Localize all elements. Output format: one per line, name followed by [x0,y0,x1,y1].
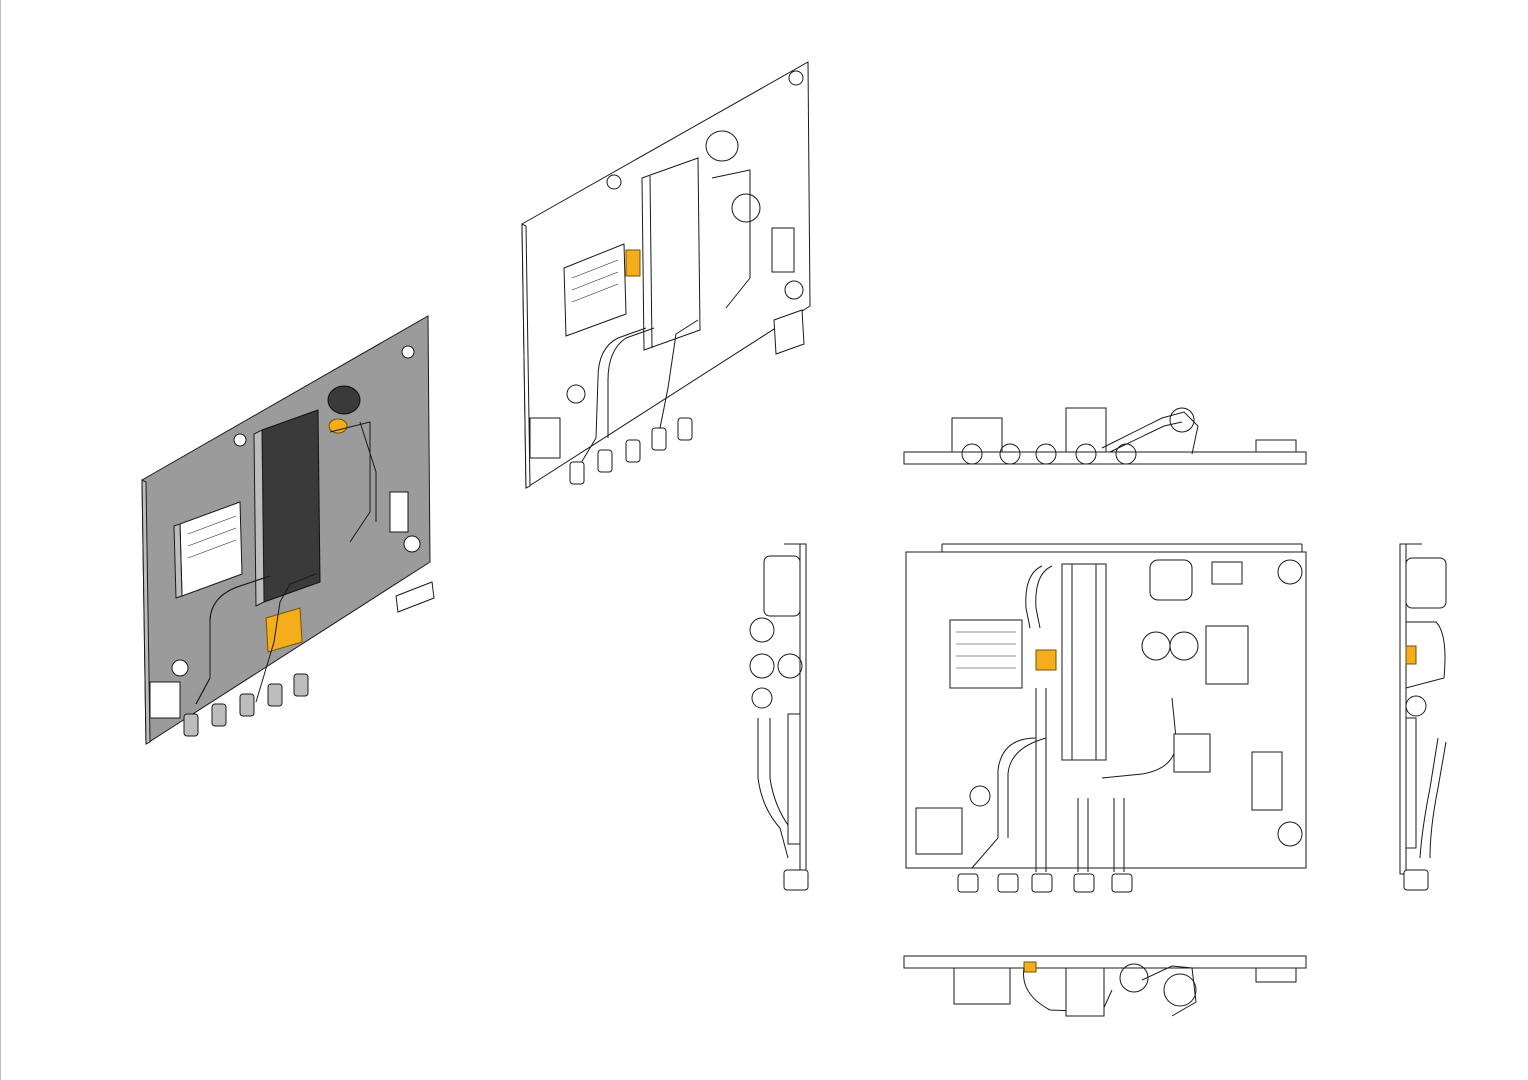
connector-row [569,417,693,485]
connector-row [957,873,1133,893]
left-side-view [744,538,814,896]
isometric-wireframe-view [518,58,814,494]
bottom-view [902,950,1310,1026]
sheet-border-left [0,0,1,1080]
front-view [902,538,1310,896]
top-view [902,398,1310,470]
connector-row [183,673,309,737]
isometric-shaded-view [140,312,440,752]
right-side-view [1392,538,1462,896]
